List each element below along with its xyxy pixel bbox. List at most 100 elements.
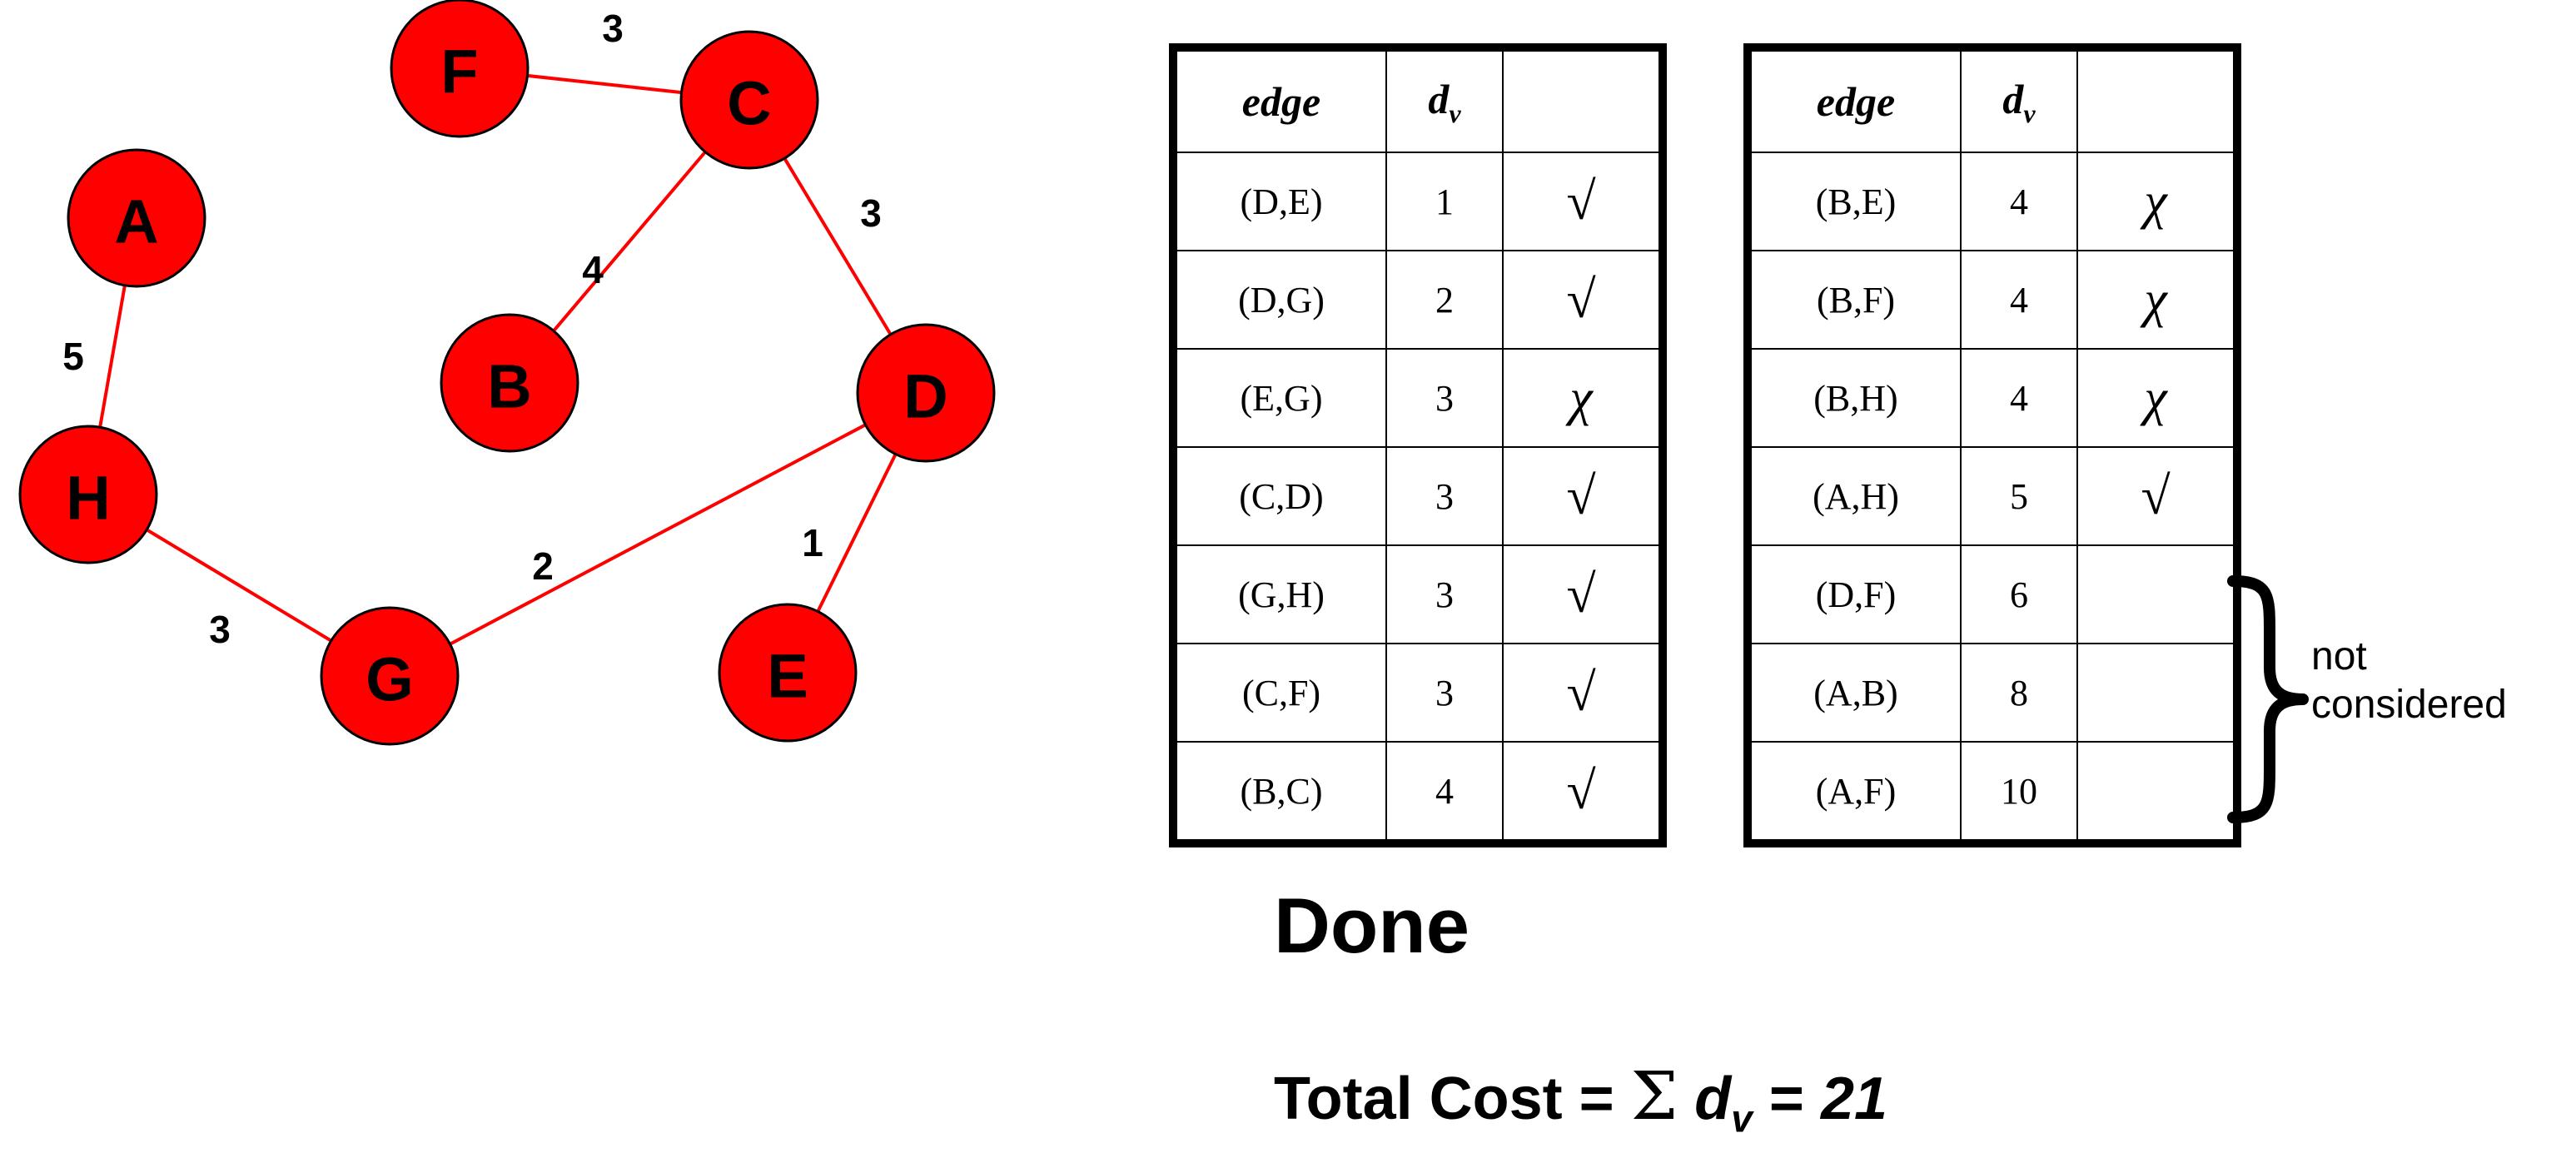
table-row: (A,B)8 (1747, 643, 2238, 743)
accepted-mark: √ (1502, 643, 1663, 743)
dv-cell: 4 (1960, 152, 2078, 251)
node-label: A (114, 187, 158, 256)
dv-cell: 8 (1960, 643, 2078, 743)
node-label: E (767, 642, 808, 711)
edge-cell: (C,D) (1172, 446, 1387, 546)
total-cost-equals: = (1768, 1066, 1804, 1132)
edge-cell: (D,G) (1172, 250, 1387, 350)
node-circle (856, 323, 996, 463)
node-g: G (320, 606, 460, 746)
edge-cell: (B,F) (1747, 250, 1962, 350)
edge-cell: (A,B) (1747, 643, 1962, 743)
node-circle (440, 313, 579, 453)
total-cost-formula: Total Cost = Σ dv = 21 (1274, 1057, 1887, 1141)
edge-cell: (G,H) (1172, 544, 1387, 644)
accepted-mark: √ (1502, 152, 1663, 251)
edge-weight-h-g: 3 (209, 608, 231, 651)
edge-cell: (B,C) (1172, 741, 1387, 844)
table-header-row: edge dv (1172, 47, 1663, 153)
sigma-symbol: Σ (1630, 1057, 1678, 1135)
dv-cell: 5 (1960, 446, 2078, 546)
edge-column-header: edge (1172, 47, 1387, 153)
node-circle (320, 606, 460, 746)
accepted-mark: √ (1502, 544, 1663, 644)
dv-cell: 3 (1385, 544, 1504, 644)
edge-cell: (C,F) (1172, 643, 1387, 743)
dv-cell: 3 (1385, 446, 1504, 546)
accepted-mark: √ (1502, 741, 1663, 844)
node-label: C (727, 69, 771, 138)
node-label: G (366, 645, 414, 714)
node-a: A (67, 148, 206, 288)
node-b: B (440, 313, 579, 453)
table-row: (A,H)5√ (1747, 446, 2238, 546)
edge-cell: (A,F) (1747, 741, 1962, 844)
dv-column-header: dv (1960, 47, 2078, 153)
edge-column-header: edge (1747, 47, 1962, 153)
table-row: (A,F)10 (1747, 741, 2238, 844)
table-row: (C,F)3√ (1172, 643, 1663, 743)
node-f: F (390, 0, 530, 138)
dv-cell: 3 (1385, 348, 1504, 448)
total-cost-value: 21 (1820, 1066, 1888, 1132)
total-cost-prefix: Total Cost = (1274, 1066, 1614, 1132)
done-label: Done (1274, 882, 1470, 969)
empty-mark-cell (2076, 741, 2238, 844)
empty-mark-cell (2076, 643, 2238, 743)
dv-cell: 2 (1385, 250, 1504, 350)
table-row: (D,F)6 (1747, 544, 2238, 644)
curly-brace-icon (2227, 575, 2309, 823)
node-circle (718, 603, 858, 743)
edge-weight-c-d: 3 (860, 191, 882, 235)
edge-g-d (389, 391, 927, 678)
dv-variable: dv (1694, 1066, 1753, 1141)
dv-column-header: dv (1385, 47, 1504, 153)
dv-cell: 1 (1385, 152, 1504, 251)
dv-cell: 6 (1960, 544, 2078, 644)
edge-weight-f-c: 3 (602, 7, 624, 50)
rejected-mark: χ (2076, 250, 2238, 350)
edge-cell: (D,F) (1747, 544, 1962, 644)
node-h: H (18, 425, 158, 564)
table-row: (C,D)3√ (1172, 446, 1663, 546)
dv-cell: 4 (1960, 250, 2078, 350)
edge-weight-d-e: 1 (802, 521, 823, 564)
edge-cell: (D,E) (1172, 152, 1387, 251)
edge-weight-c-b: 4 (582, 248, 604, 291)
edge-cell: (B,H) (1747, 348, 1962, 448)
dv-cell: 4 (1960, 348, 2078, 448)
rejected-mark: χ (1502, 348, 1663, 448)
edge-cell: (E,G) (1172, 348, 1387, 448)
table-row: (B,C)4√ (1172, 741, 1663, 844)
rejected-mark: χ (2076, 348, 2238, 448)
node-label: H (66, 464, 110, 533)
node-circle (18, 425, 158, 564)
table-row: (G,H)3√ (1172, 544, 1663, 644)
node-circle (67, 148, 206, 288)
empty-mark-cell (2076, 544, 2238, 644)
mark-column-header (1502, 47, 1663, 153)
node-e: E (718, 603, 858, 743)
table-row: (D,G)2√ (1172, 250, 1663, 350)
not-considered-annotation: not considered (2311, 633, 2507, 729)
table-header-row: edge dv (1747, 47, 2238, 153)
annotation-line-1: not (2311, 634, 2367, 678)
node-c: C (679, 30, 819, 170)
node-label: B (487, 352, 531, 421)
dv-cell: 3 (1385, 643, 1504, 743)
node-circle (679, 30, 819, 170)
edge-weight-a-h: 5 (62, 335, 84, 378)
edge-weight-g-d: 2 (532, 544, 554, 588)
dv-cell: 4 (1385, 741, 1504, 844)
node-label: F (440, 37, 478, 107)
accepted-mark: √ (1502, 446, 1663, 546)
